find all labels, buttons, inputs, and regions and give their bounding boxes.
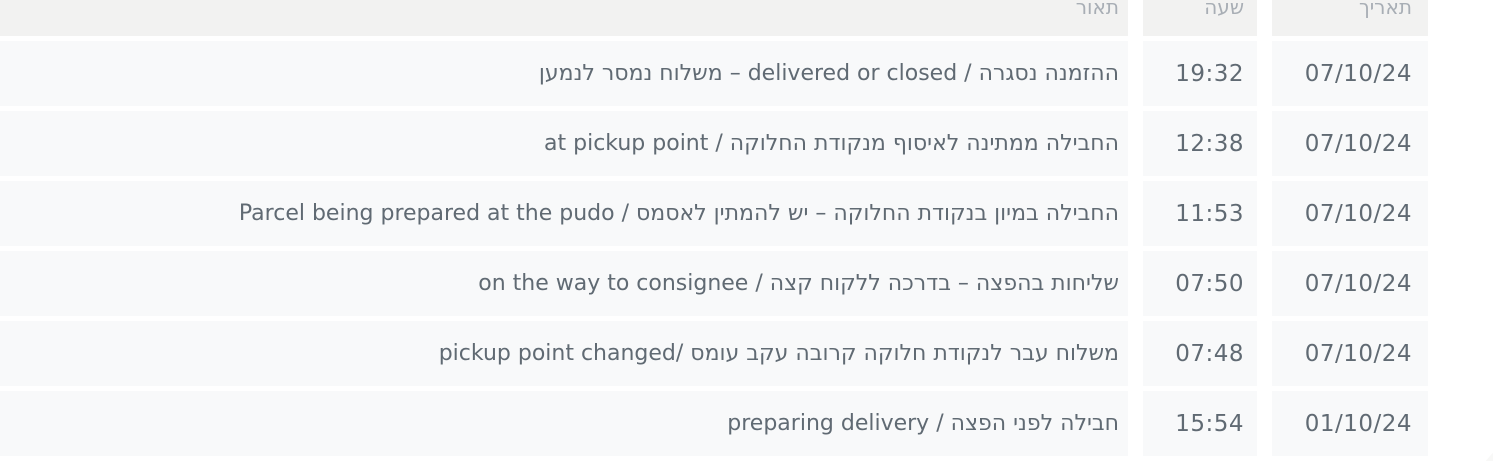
description-value: ההזמנה נסגרה / delivered or closed – משל…	[538, 60, 1119, 86]
description-cell: משלוח עבר לנקודת חלוקה קרובה עקב עומס /p…	[0, 321, 1128, 386]
time-value: 07:48	[1175, 340, 1244, 367]
column-header-time: שעה	[1143, 0, 1257, 36]
description-value: משלוח עבר לנקודת חלוקה קרובה עקב עומס /p…	[438, 340, 1119, 366]
time-value: 07:50	[1175, 270, 1244, 297]
time-cell: 07:48	[1143, 321, 1257, 386]
description-value: החבילה ממתינה לאיסוף מנקודת החלוקה / at …	[544, 130, 1119, 156]
column-header-description: תאור	[0, 0, 1128, 36]
date-cell: 07/10/24	[1272, 321, 1428, 386]
date-value: 07/10/24	[1304, 200, 1412, 227]
time-value: 15:54	[1175, 410, 1244, 437]
column-header-date: תאריך	[1272, 0, 1428, 36]
description-value: החבילה במיון בנקודת החלוקה – יש להמתין ל…	[238, 200, 1119, 226]
description-cell: שליחות בהפצה – בדרכה ללקוח קצה / on the …	[0, 251, 1128, 316]
time-cell: 11:53	[1143, 181, 1257, 246]
time-cell: 12:38	[1143, 111, 1257, 176]
column-header-date-label: תאריך	[1358, 0, 1412, 19]
time-cell: 15:54	[1143, 391, 1257, 456]
date-cell: 07/10/24	[1272, 111, 1428, 176]
date-value: 01/10/24	[1304, 410, 1412, 437]
time-value: 12:38	[1175, 130, 1244, 157]
description-cell: חבילה לפני הפצה / preparing delivery	[0, 391, 1128, 456]
time-cell: 19:32	[1143, 41, 1257, 106]
date-value: 07/10/24	[1304, 60, 1412, 87]
date-cell: 07/10/24	[1272, 181, 1428, 246]
description-value: שליחות בהפצה – בדרכה ללקוח קצה / on the …	[478, 270, 1119, 296]
description-cell: החבילה ממתינה לאיסוף מנקודת החלוקה / at …	[0, 111, 1128, 176]
date-value: 07/10/24	[1304, 130, 1412, 157]
time-value: 19:32	[1175, 60, 1244, 87]
description-value: חבילה לפני הפצה / preparing delivery	[727, 410, 1119, 436]
column-header-description-label: תאור	[1075, 0, 1119, 19]
date-cell: 01/10/24	[1272, 391, 1428, 456]
tracking-events-table: תאריך שעה תאור 07/10/24 19:32 ההזמנה נסג…	[0, 0, 1428, 456]
column-header-time-label: שעה	[1204, 0, 1244, 19]
date-value: 07/10/24	[1304, 270, 1412, 297]
time-cell: 07:50	[1143, 251, 1257, 316]
time-value: 11:53	[1175, 200, 1244, 227]
date-cell: 07/10/24	[1272, 41, 1428, 106]
date-cell: 07/10/24	[1272, 251, 1428, 316]
description-cell: החבילה במיון בנקודת החלוקה – יש להמתין ל…	[0, 181, 1128, 246]
background-watermark	[1449, 403, 1493, 461]
description-cell: ההזמנה נסגרה / delivered or closed – משל…	[0, 41, 1128, 106]
date-value: 07/10/24	[1304, 340, 1412, 367]
